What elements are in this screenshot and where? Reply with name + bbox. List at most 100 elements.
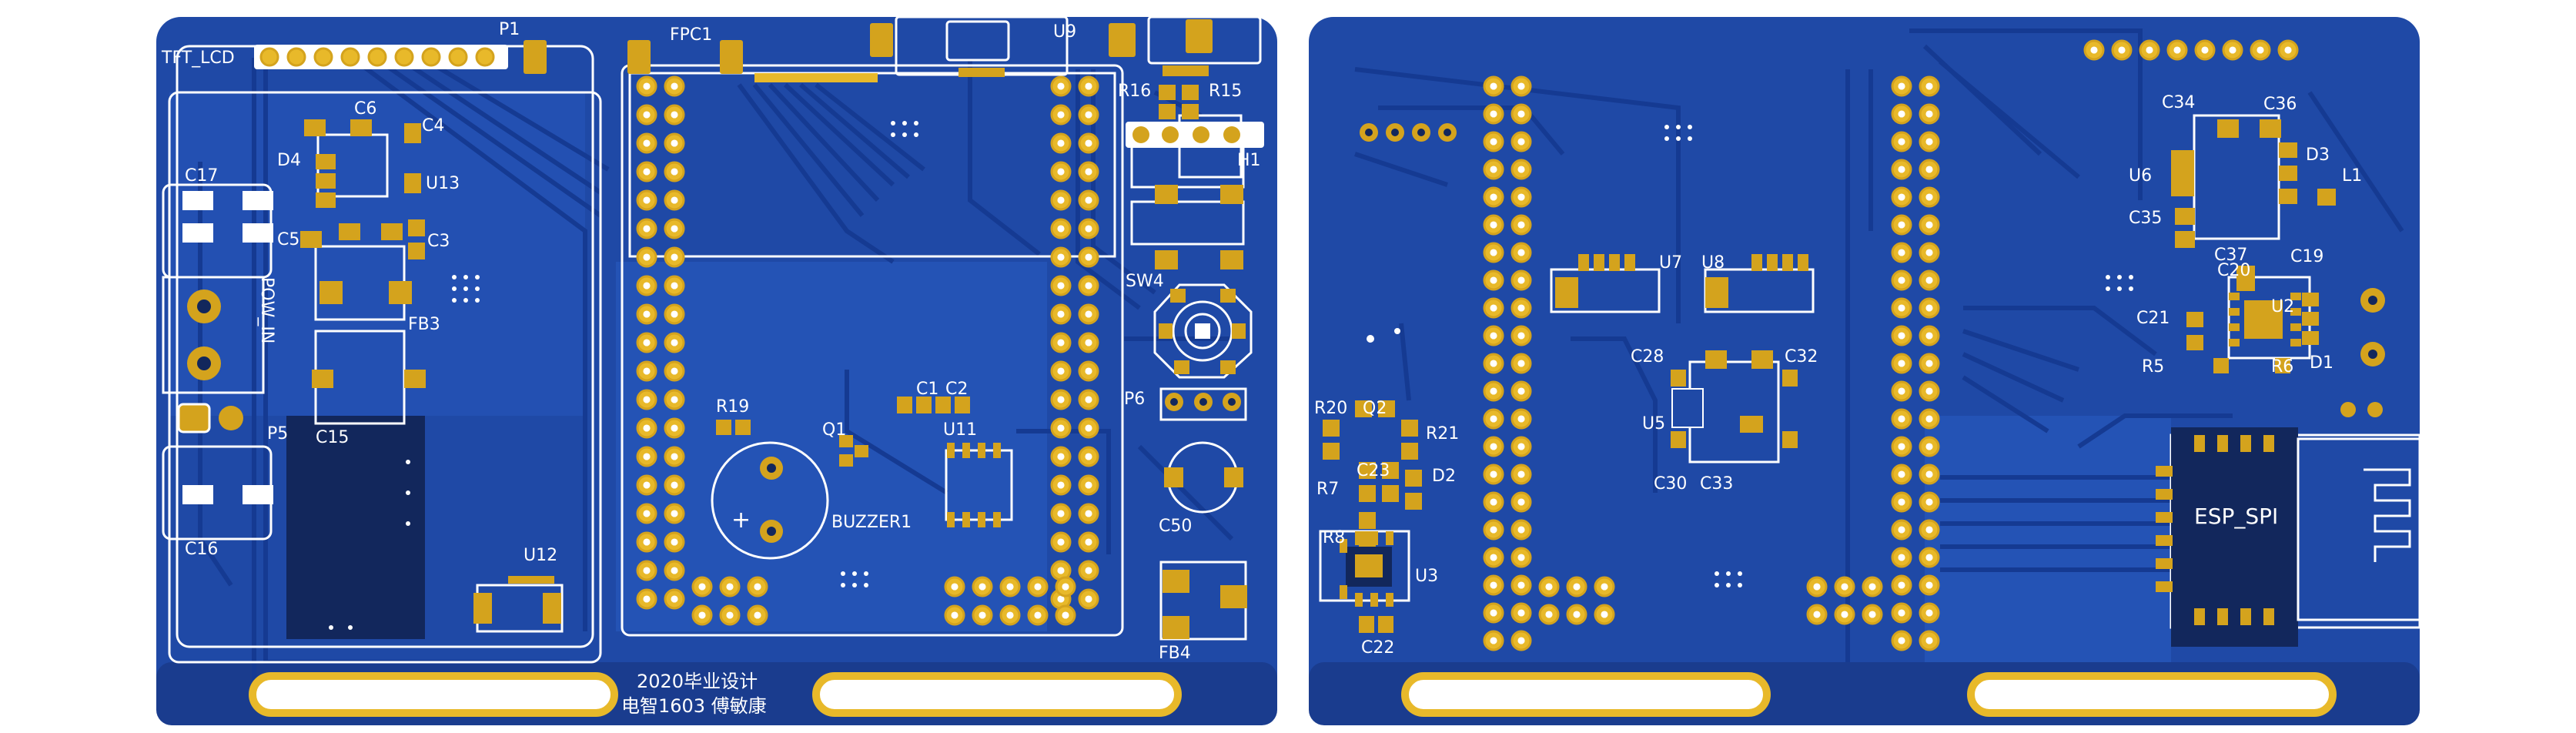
esp-spi-pads	[2156, 435, 2274, 625]
bottom-header-rows	[691, 576, 1076, 626]
th-pad-hole	[1898, 193, 1905, 201]
th-pad-hole	[1517, 193, 1525, 201]
th-pad-hole	[1085, 595, 1092, 603]
label-r5: R5	[2142, 357, 2164, 377]
th-pad-hole	[1057, 453, 1065, 460]
th-pad-hole	[2146, 46, 2153, 54]
right-top-pin-row	[2083, 39, 2299, 61]
th-pad-hole	[1925, 387, 1933, 395]
th-pad-hole	[1085, 168, 1092, 176]
th-pad-hole	[1925, 554, 1933, 561]
th-pad-hole	[643, 538, 651, 546]
th-pad-hole	[1898, 304, 1905, 312]
th-pad-hole	[1057, 481, 1065, 489]
th-pad-hole	[1925, 498, 1933, 506]
th-pad-hole	[1062, 611, 1069, 619]
label-fb4: FB4	[1159, 644, 1191, 663]
th-pad-hole	[1925, 110, 1933, 118]
label-c1: C1	[916, 380, 938, 399]
label-u6: U6	[2129, 166, 2152, 186]
th-pad-hole	[1057, 139, 1065, 147]
label-buzzer1: BUZZER1	[831, 513, 912, 532]
th-pad-hole	[1813, 611, 1821, 618]
th-pad-hole	[1062, 583, 1069, 591]
label-u11: U11	[943, 420, 977, 440]
th-pad-hole	[1925, 443, 1933, 450]
th-pad-hole	[2284, 46, 2292, 54]
th-pad-hole	[1898, 415, 1905, 423]
th-pad-hole	[671, 567, 678, 574]
th-pad-hole	[698, 583, 706, 591]
th-pad-hole	[1925, 82, 1933, 90]
esp-spi-module	[2171, 427, 2421, 647]
label-plus: +	[731, 507, 751, 534]
th-pad-hole	[1517, 249, 1525, 256]
label-u8: U8	[1701, 253, 1725, 273]
th-pad-hole	[671, 225, 678, 233]
sw4-component	[1153, 283, 1253, 379]
th-pad-hole	[671, 282, 678, 290]
th-pad-hole	[671, 339, 678, 346]
footer-author: 电智1603 傅敏康	[621, 695, 767, 717]
th-pad-hole	[1517, 304, 1525, 312]
label-c17: C17	[185, 166, 218, 186]
th-pad-hole	[951, 611, 958, 619]
label-c37: C37	[2214, 246, 2247, 265]
th-pad-hole	[671, 396, 678, 403]
th-pad-hole	[671, 595, 678, 603]
th-pad-hole	[1057, 567, 1065, 574]
left-board-substrate	[156, 17, 1277, 725]
footer-title: 2020毕业设计	[637, 671, 758, 692]
th-pad-hole	[643, 453, 651, 460]
th-pad-hole	[671, 196, 678, 204]
th-pad-hole	[1085, 282, 1092, 290]
th-pad-hole	[1813, 583, 1821, 591]
left-slot-2	[812, 672, 1182, 717]
c50-component	[1164, 441, 1243, 514]
th-pad-hole	[643, 168, 651, 176]
label-l1: L1	[2342, 166, 2362, 186]
th-pad-hole	[643, 253, 651, 261]
th-pad-hole	[726, 611, 734, 619]
th-pad-hole	[1490, 526, 1497, 534]
th-pad-hole	[1085, 339, 1092, 346]
label-u7: U7	[1659, 253, 1682, 273]
label-r15: R15	[1209, 82, 1242, 101]
label-fpc1: FPC1	[670, 25, 712, 45]
label-d1: D1	[2310, 353, 2333, 373]
label-c34: C34	[2162, 93, 2195, 112]
th-pad-hole	[643, 424, 651, 432]
label-c16: C16	[185, 540, 218, 559]
th-pad-hole	[1517, 332, 1525, 340]
label-c15: C15	[316, 428, 349, 447]
th-pad-hole	[1898, 82, 1905, 90]
label-d4: D4	[277, 151, 301, 170]
label-pow-in: POW_IN	[257, 277, 276, 343]
th-pad-hole	[1085, 310, 1092, 318]
th-pad-hole	[643, 481, 651, 489]
th-pad-hole	[1085, 225, 1092, 233]
th-pad-hole	[671, 253, 678, 261]
th-pad-hole	[1085, 481, 1092, 489]
th-pad-hole	[1841, 583, 1848, 591]
th-pad-hole	[1925, 526, 1933, 534]
th-pad-hole	[1517, 221, 1525, 229]
th-pad-hole	[1517, 415, 1525, 423]
label-c6: C6	[354, 99, 376, 119]
th-pad-hole	[1490, 249, 1497, 256]
th-pad-hole	[2229, 46, 2236, 54]
th-pad-hole	[1085, 196, 1092, 204]
th-pad-hole	[643, 595, 651, 603]
th-pad-hole	[1517, 498, 1525, 506]
th-pad-hole	[643, 139, 651, 147]
label-tft-lcd: TFT_LCD	[161, 49, 235, 68]
th-pad-hole	[698, 611, 706, 619]
h1-header	[1126, 122, 1264, 148]
th-pad-hole	[1898, 166, 1905, 173]
th-pad-hole	[1925, 637, 1933, 644]
th-pad-hole	[1925, 166, 1933, 173]
p6-pads	[1165, 393, 1241, 411]
th-pad-hole	[1034, 583, 1042, 591]
th-pad-hole	[1601, 583, 1608, 591]
th-pad-hole	[643, 111, 651, 119]
